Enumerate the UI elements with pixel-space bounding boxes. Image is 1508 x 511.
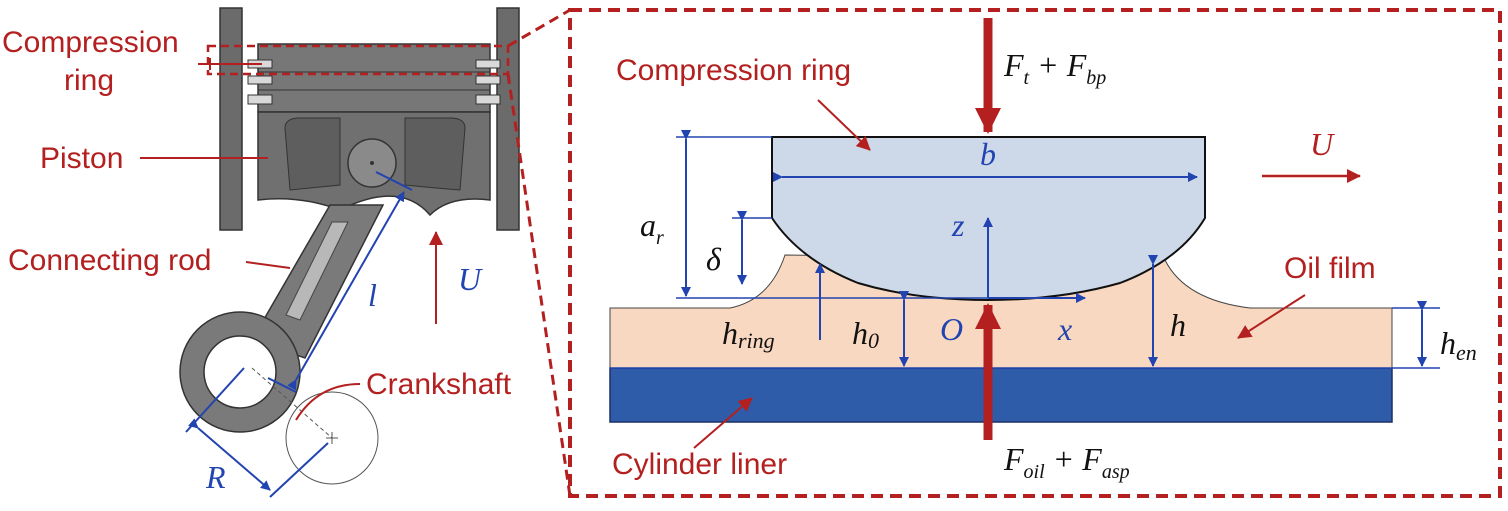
label-bottom-force: Foil + Fasp [1003, 441, 1130, 483]
right-labels: Compression ring Oil film Cylinder liner… [612, 47, 1477, 483]
dimension-l [267, 171, 413, 393]
symbol-r: R [205, 459, 226, 495]
dimension-r [185, 367, 329, 498]
cylinder-wall-right [496, 7, 520, 231]
symbol-b: b [980, 136, 996, 172]
symbol-u-right: U [1310, 126, 1335, 162]
zoom-detail-box [568, 8, 1502, 498]
cylinder-liner [609, 367, 1393, 423]
piston-crown [257, 43, 491, 113]
cylinder-wall-left [219, 7, 243, 231]
right-forces [693, 18, 1361, 449]
label-cylinder-liner: Cylinder liner [612, 448, 787, 481]
label-compression: Compression [2, 26, 179, 59]
symbol-x: x [1057, 311, 1072, 347]
symbol-h-ring: hring [722, 315, 775, 353]
ring-2 [247, 75, 273, 85]
ring-2-right [475, 75, 501, 85]
label-compression-ring: Compression ring [616, 54, 851, 87]
ring-liner-detail [609, 136, 1393, 423]
symbol-z: z [951, 207, 965, 243]
symbol-origin: O [940, 311, 963, 347]
crankshaft-circle [285, 391, 379, 485]
label-crankshaft: Crankshaft [366, 368, 512, 401]
zoom-callout [206, 8, 1502, 498]
label-top-force: Ft + Fbp [1003, 47, 1106, 89]
symbol-u-left: U [458, 261, 483, 297]
piston-assembly [179, 7, 520, 498]
label-connecting-rod: Connecting rod [8, 244, 211, 277]
symbol-h: h [1170, 307, 1186, 343]
ring-1-right [475, 59, 501, 69]
ring-3 [247, 94, 273, 105]
symbol-delta: δ [706, 241, 722, 277]
label-piston: Piston [40, 142, 123, 175]
label-ring: ring [64, 64, 114, 97]
left-labels: Compression ring Piston Connecting rod C… [2, 26, 512, 495]
symbol-a-r: ar [640, 207, 664, 249]
zoom-source-box [206, 44, 510, 76]
symbol-h0: h0 [852, 315, 879, 353]
label-oil-film: Oil film [1284, 252, 1376, 285]
ring-3-right [475, 94, 501, 105]
symbol-h-en: hen [1440, 325, 1477, 365]
right-dimensions [610, 130, 1440, 369]
symbol-l: l [368, 277, 377, 313]
